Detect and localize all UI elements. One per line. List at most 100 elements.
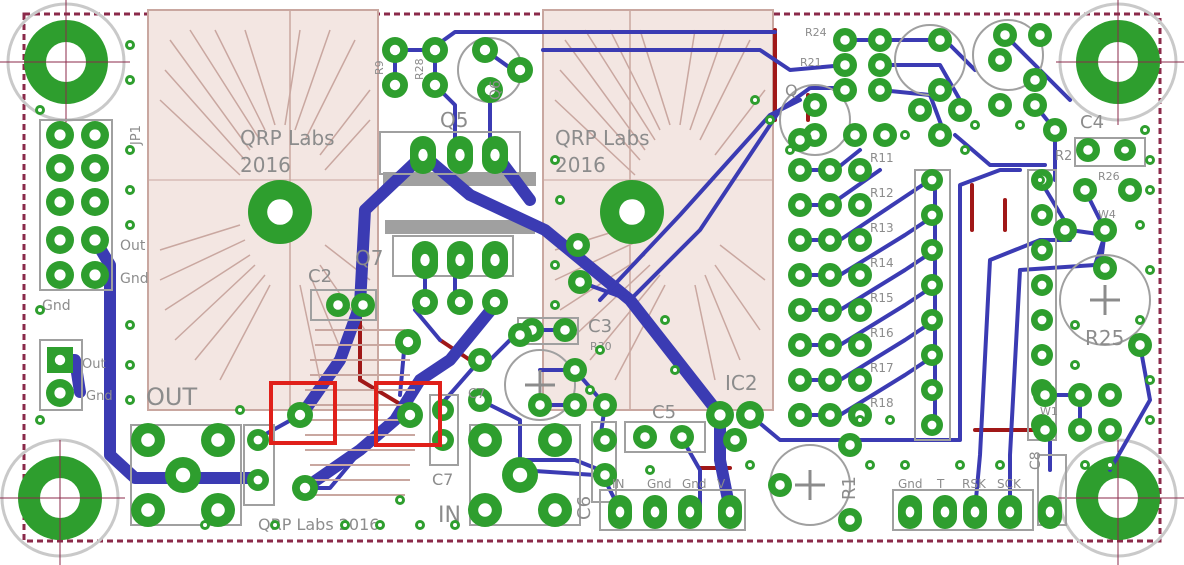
via	[660, 315, 670, 325]
c6-pad	[593, 463, 617, 487]
component-labels: Q5 Q7 Q6 Q IC2 C2 C3 C4 C5 C6 C7 C7 C8 R…	[42, 26, 1124, 534]
w1-pad	[1068, 383, 1092, 407]
via	[1145, 415, 1155, 425]
label-r24: R24	[805, 26, 827, 39]
bottom-header-left-label: IN	[612, 477, 625, 491]
ic-pin-pad	[1031, 274, 1053, 296]
transistor-q7-pad	[447, 241, 473, 279]
c4-pad	[1076, 138, 1100, 162]
label-r25: R25	[1085, 326, 1124, 350]
via	[125, 220, 135, 230]
label-out: OUT	[146, 383, 197, 411]
c5-pad	[633, 425, 657, 449]
jp1-header-pad	[81, 121, 109, 149]
toroid-pad	[397, 402, 423, 428]
header-right-pin	[1038, 495, 1062, 529]
toroid-pad	[287, 402, 313, 428]
r26-pad	[1118, 178, 1142, 202]
heatsink-right-brand-line1: QRP Labs	[555, 126, 650, 150]
resistor-column-label: R18	[870, 396, 894, 410]
pads	[46, 23, 1152, 532]
pad	[928, 123, 952, 147]
transistor-q7-lead-pad	[482, 289, 508, 315]
sma-out-pad	[131, 423, 165, 457]
via	[1135, 220, 1145, 230]
resistor-column-pad	[818, 368, 842, 392]
via	[35, 105, 45, 115]
bottom-header-right-label: Gnd	[898, 477, 923, 491]
pad	[508, 323, 532, 347]
resistor-column-pad	[921, 414, 943, 436]
resistor-column-pad	[788, 368, 812, 392]
resistor-column-pad	[818, 403, 842, 427]
sma-in-pad	[468, 423, 502, 457]
ic2-pad	[706, 401, 734, 429]
c7-pad	[432, 429, 454, 451]
sma-out-pad	[131, 493, 165, 527]
q6-pad	[507, 57, 533, 83]
via	[765, 115, 775, 125]
via	[1035, 175, 1045, 185]
jp1-header-pad	[81, 188, 109, 216]
transistor-q5-pad	[482, 136, 508, 174]
c5-pad	[670, 425, 694, 449]
via	[1145, 155, 1155, 165]
header-left-pin	[718, 495, 742, 529]
resistor-column-pad	[818, 298, 842, 322]
resistor-column-label: R15	[870, 291, 894, 305]
resistor-pad	[422, 72, 448, 98]
resistor-pad	[422, 37, 448, 63]
mounting-hole-top-right	[1056, 0, 1184, 125]
pad	[868, 78, 892, 102]
resistor-column-pad	[788, 298, 812, 322]
via	[235, 405, 245, 415]
jp1-header-pad	[46, 226, 74, 254]
c2-pad	[326, 293, 350, 317]
resistor-column-pad	[921, 169, 943, 191]
via	[785, 145, 795, 155]
label-c6: C6	[574, 496, 595, 520]
header-right-pin	[898, 495, 922, 529]
gnd-pad	[46, 379, 74, 407]
via	[200, 520, 210, 530]
sma-in-pad	[538, 423, 572, 457]
toroid-pad	[395, 329, 421, 355]
via	[1145, 185, 1155, 195]
header-left-pin	[643, 495, 667, 529]
via	[595, 345, 605, 355]
label-c4: C4	[1080, 112, 1104, 133]
resistor-column-label: R14	[870, 256, 894, 270]
ic2-pad	[723, 428, 747, 452]
bottom-header-left-label: Gnd	[682, 477, 707, 491]
via	[900, 460, 910, 470]
highlight-box-right	[374, 381, 442, 447]
resistor-column-pad	[921, 239, 943, 261]
mounting-hole-top-left	[0, 0, 130, 125]
via	[550, 260, 560, 270]
via	[865, 460, 875, 470]
resistor-pad	[382, 72, 408, 98]
via	[450, 520, 460, 530]
via	[1140, 125, 1150, 135]
label-c7-b: C7	[468, 387, 485, 402]
via	[340, 520, 350, 530]
sma-out-pad	[201, 423, 235, 457]
heatsink-right-brand-line2: 2016	[555, 153, 606, 177]
via	[35, 305, 45, 315]
label-q6: Q6	[488, 80, 504, 100]
jp1-header-pad	[46, 188, 74, 216]
via	[1015, 120, 1025, 130]
resistor-column-pad	[921, 309, 943, 331]
r1-pad	[838, 433, 862, 457]
via	[960, 145, 970, 155]
via	[125, 40, 135, 50]
via	[125, 145, 135, 155]
pad	[566, 233, 590, 257]
via	[900, 130, 910, 140]
label-out-header: Out	[120, 238, 146, 254]
label-c2: C2	[308, 266, 332, 287]
pad	[993, 23, 1017, 47]
label-c5: C5	[652, 402, 676, 423]
